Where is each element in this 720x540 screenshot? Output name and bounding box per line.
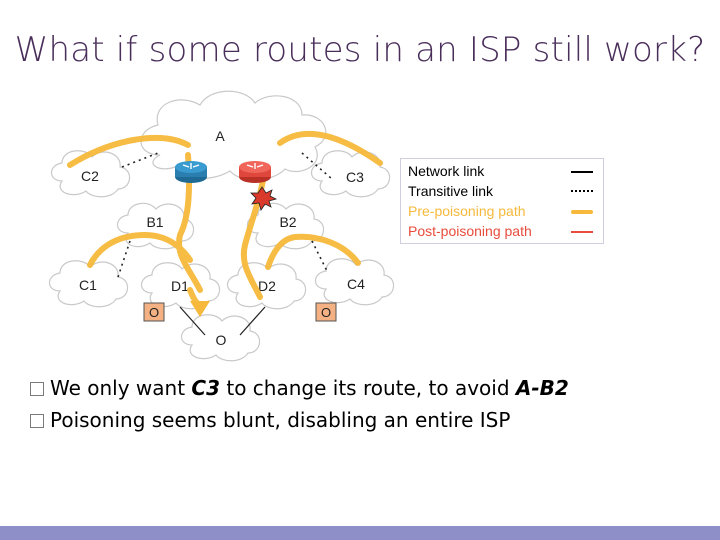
network-links	[179, 306, 266, 336]
label-C2: C2	[81, 168, 99, 184]
label-C3: C3	[346, 169, 364, 185]
arrowhead-to-O	[190, 301, 210, 317]
cloud-C3: C3	[310, 150, 391, 198]
bullet-1-prefix: We only want	[50, 376, 192, 400]
pre-path-C1-B1	[87, 232, 193, 268]
legend: Network link Transitive link Pre-poisoni…	[400, 158, 604, 244]
label-B2: B2	[279, 214, 296, 230]
bullet-list: We only want C3 to change its route, to …	[30, 372, 710, 436]
legend-post-poisoning-swatch	[571, 231, 593, 233]
legend-transitive-link-swatch	[571, 190, 593, 192]
label-A: A	[215, 128, 225, 144]
bullet-box-icon	[30, 382, 44, 396]
broken-link-icon	[250, 186, 278, 211]
cloud-C4: C4	[314, 258, 395, 306]
pre-poisoning-arrowheads	[190, 301, 210, 317]
cloud-C1: C1	[48, 260, 129, 308]
transitive-B2-C4	[311, 240, 329, 274]
label-C1: C1	[79, 277, 97, 293]
bullet-1-emph-c3: C3	[191, 376, 221, 400]
label-D2: D2	[258, 278, 276, 294]
bullet-1-mid: to change its route, to avoid	[220, 376, 516, 400]
bottom-bar	[0, 526, 720, 540]
legend-network-link: Network link	[408, 163, 485, 179]
pre-path-C2-to-A	[67, 134, 191, 168]
legend-transitive-link: Transitive link	[408, 183, 494, 199]
transitive-C2-A	[121, 152, 159, 168]
bullet-1-emph-ab2: A-B2	[515, 376, 569, 400]
legend-network-link-swatch	[571, 171, 593, 173]
bullet-1: We only want C3 to change its route, to …	[30, 372, 710, 404]
pre-path-C3-to-A	[277, 130, 383, 166]
bullet-box-icon	[30, 414, 44, 428]
legend-post-poisoning: Post-poisoning path	[408, 223, 532, 239]
cloud-D1: D1	[140, 262, 221, 310]
label-O-left: O	[149, 305, 159, 320]
cloud-O: O	[180, 314, 261, 362]
router-red-icon	[239, 161, 271, 183]
bullet-2: Poisoning seems blunt, disabling an enti…	[30, 404, 710, 436]
router-blue-icon	[175, 161, 207, 183]
label-O-right: O	[321, 305, 331, 320]
network-diagram: A C2 C3 B1 B2 C1 D1 D2 C4 O	[48, 90, 395, 362]
label-C4: C4	[347, 276, 365, 292]
cloud-C2: C2	[50, 150, 131, 198]
label-B1: B1	[146, 214, 163, 230]
pre-path-C4-B2	[265, 233, 361, 270]
bullet-2-text: Poisoning seems blunt, disabling an enti…	[50, 408, 511, 432]
transitive-A-C3	[301, 152, 333, 180]
cloud-D2: D2	[226, 262, 307, 310]
slide-title: What if some routes in an ISP still work…	[14, 30, 706, 70]
transitive-B1-C1	[117, 240, 131, 278]
origin-box-left: O	[143, 302, 165, 322]
link-D2-O	[239, 306, 266, 336]
label-D1: D1	[171, 278, 189, 294]
legend-pre-poisoning: Pre-poisoning path	[408, 203, 526, 219]
label-O: O	[216, 332, 227, 348]
link-D1-O	[179, 306, 206, 336]
origin-box-right: O	[315, 302, 337, 322]
legend-pre-poisoning-swatch	[571, 210, 593, 214]
